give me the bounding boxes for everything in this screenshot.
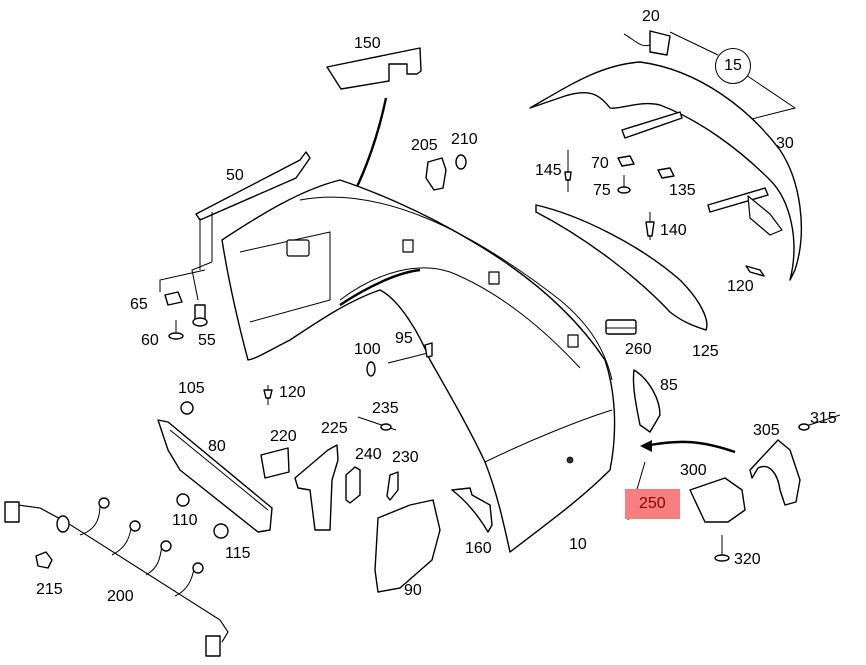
- label-160[interactable]: 160: [465, 540, 492, 557]
- label-200[interactable]: 200: [107, 588, 134, 605]
- part-215-connector[interactable]: [35, 551, 53, 569]
- label-110[interactable]: 110: [172, 512, 198, 529]
- part-240-clip[interactable]: [345, 466, 361, 504]
- part-85-bracket[interactable]: [632, 369, 661, 433]
- label-30[interactable]: 30: [776, 135, 794, 152]
- callout-15-leader: [669, 31, 797, 123]
- label-95[interactable]: 95: [395, 330, 413, 347]
- part-10-bumper-cover[interactable]: [221, 179, 616, 553]
- callout-15-label: 15: [724, 57, 742, 74]
- part-75-screw[interactable]: [617, 175, 631, 194]
- label-120-right[interactable]: 120: [727, 278, 754, 295]
- part-125-trim-strip[interactable]: [535, 204, 708, 331]
- part-225-bracket[interactable]: [294, 444, 339, 531]
- label-230[interactable]: 230: [392, 449, 419, 466]
- part-210-ring[interactable]: [455, 154, 467, 170]
- label-20[interactable]: 20: [642, 8, 660, 25]
- label-90[interactable]: 90: [404, 582, 422, 599]
- label-100[interactable]: 100: [354, 341, 381, 358]
- label-75[interactable]: 75: [593, 182, 611, 199]
- label-65[interactable]: 65: [130, 296, 148, 313]
- label-60[interactable]: 60: [141, 332, 159, 349]
- label-85[interactable]: 85: [660, 377, 678, 394]
- label-260[interactable]: 260: [625, 341, 652, 358]
- label-210[interactable]: 210: [451, 131, 478, 148]
- label-115[interactable]: 115: [225, 545, 251, 562]
- label-120-left[interactable]: 120: [279, 384, 306, 401]
- part-30-diffuser[interactable]: [529, 61, 803, 281]
- arrow-305-head: [640, 440, 652, 452]
- label-305[interactable]: 305: [753, 422, 780, 439]
- label-240[interactable]: 240: [355, 446, 382, 463]
- label-105[interactable]: 105: [178, 380, 205, 397]
- arrow-305: [649, 440, 736, 454]
- part-230-plug[interactable]: [386, 471, 399, 501]
- label-10[interactable]: 10: [569, 536, 587, 553]
- part-50-strip[interactable]: [159, 151, 311, 301]
- part-145-rivet[interactable]: [564, 150, 572, 192]
- label-55[interactable]: 55: [198, 332, 216, 349]
- label-50[interactable]: 50: [226, 167, 244, 184]
- label-125[interactable]: 125: [692, 343, 719, 360]
- part-100-washer[interactable]: [366, 361, 376, 377]
- part-115-nut[interactable]: [213, 523, 229, 539]
- part-135-clip[interactable]: [657, 167, 675, 179]
- label-150[interactable]: 150: [354, 35, 381, 52]
- part-110-nut[interactable]: [176, 493, 190, 507]
- part-305-bracket[interactable]: [749, 439, 801, 506]
- part-70-clip[interactable]: [617, 155, 635, 167]
- part-20-sensor-bracket[interactable]: [623, 30, 671, 56]
- label-220[interactable]: 220: [270, 428, 297, 445]
- part-120b-pin[interactable]: [745, 265, 765, 277]
- label-215[interactable]: 215: [36, 581, 63, 598]
- label-205[interactable]: 205: [411, 137, 438, 154]
- part-105-nut[interactable]: [180, 401, 194, 415]
- label-145[interactable]: 145: [535, 162, 562, 179]
- label-225[interactable]: 225: [321, 420, 348, 437]
- part-220-pad[interactable]: [260, 447, 290, 479]
- part-95-bolt[interactable]: [387, 342, 433, 364]
- part-235-rivet[interactable]: [357, 416, 397, 431]
- label-70[interactable]: 70: [591, 155, 609, 172]
- part-60-screw[interactable]: [168, 320, 184, 340]
- label-315[interactable]: 315: [810, 410, 837, 427]
- label-80[interactable]: 80: [208, 438, 226, 455]
- part-205-sensor[interactable]: [425, 157, 447, 191]
- part-80-carrier[interactable]: [157, 419, 273, 533]
- part-65-clip[interactable]: [164, 291, 183, 306]
- label-235[interactable]: 235: [372, 400, 399, 417]
- label-250-highlighted[interactable]: 250: [625, 489, 680, 519]
- part-300-housing[interactable]: [689, 477, 746, 523]
- part-140-pin[interactable]: [645, 212, 655, 240]
- part-120a-pin[interactable]: [263, 385, 273, 405]
- part-90-bracket[interactable]: [374, 499, 441, 593]
- part-150-cover-plate[interactable]: [326, 47, 422, 90]
- part-315-rivet[interactable]: [798, 414, 841, 431]
- part-55-bolt[interactable]: [192, 304, 208, 327]
- label-320[interactable]: 320: [734, 551, 761, 568]
- part-160-trim[interactable]: [451, 487, 493, 533]
- callout-15[interactable]: 15: [715, 48, 751, 84]
- label-300[interactable]: 300: [680, 462, 707, 479]
- label-135[interactable]: 135: [669, 182, 696, 199]
- label-140[interactable]: 140: [660, 222, 687, 239]
- part-200-wiring-harness[interactable]: [4, 497, 229, 657]
- part-320-screw[interactable]: [714, 535, 730, 562]
- part-260-module[interactable]: [605, 319, 637, 335]
